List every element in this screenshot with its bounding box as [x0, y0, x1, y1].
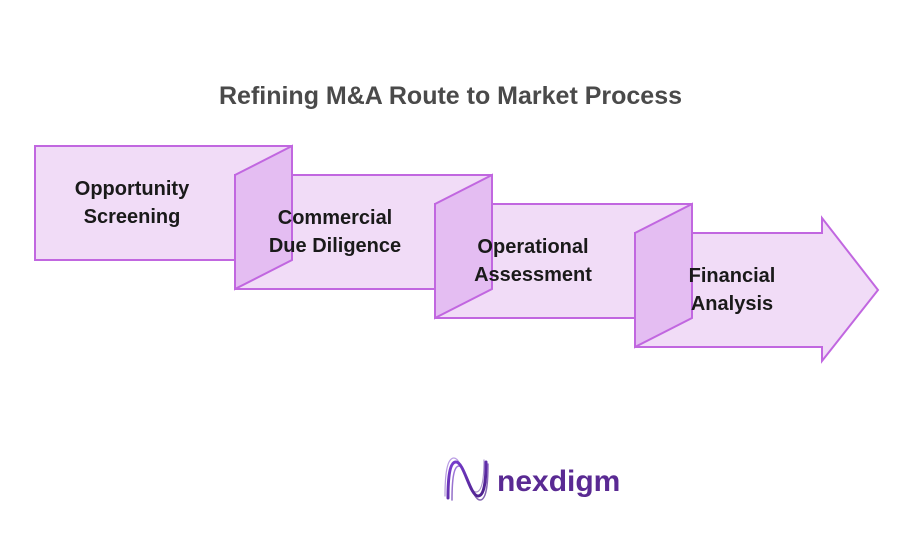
arrow-shape [634, 215, 880, 364]
step-financial-analysis: Financial Analysis [634, 202, 880, 364]
step-label-line1: Financial [689, 265, 776, 287]
nexdigm-wave-icon [444, 457, 489, 501]
step-label-line2: Analysis [691, 293, 773, 315]
step-label-line1: Operational [477, 236, 588, 258]
page-title: Refining M&A Route to Market Process [218, 82, 683, 110]
step-label-line1: Opportunity [75, 178, 190, 200]
logo-text: nexdigm [497, 465, 620, 498]
fold-connector [234, 144, 293, 291]
step-operational-assessment: Operational Assessment [434, 173, 693, 320]
fold-connector [634, 202, 693, 349]
step-label-line2: Screening [84, 206, 181, 228]
step-label-line1: Commercial [278, 207, 393, 229]
fold-connector [434, 173, 493, 320]
step-label-line2: Assessment [474, 264, 592, 286]
step-label-line2: Due Diligence [269, 235, 401, 257]
nexdigm-logo: nexdigm [444, 457, 620, 501]
